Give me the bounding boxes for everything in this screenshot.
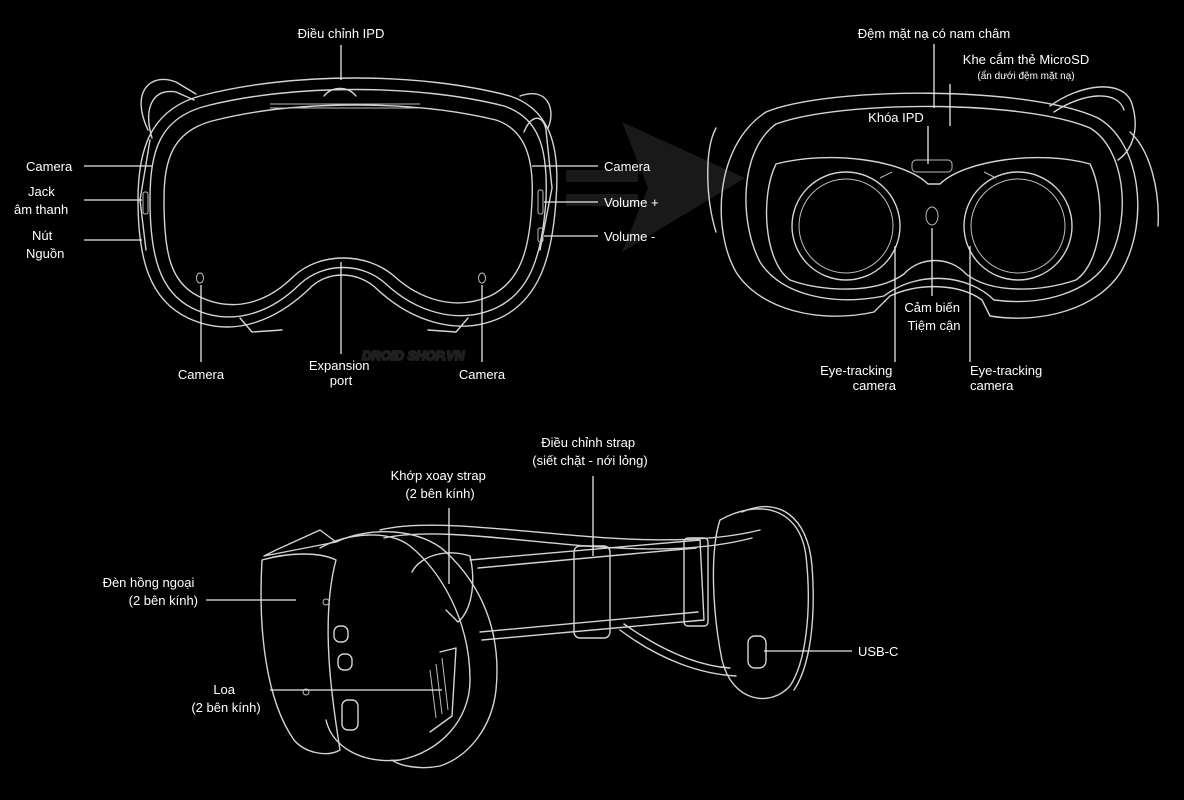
label-audio-jack-line2: âm thanh — [14, 202, 68, 217]
label-power-button: Nút Nguồn — [26, 228, 64, 261]
watermark-logo — [622, 122, 745, 252]
label-camera-bottom-left: Camera — [178, 367, 225, 382]
label-ir-lights-line1: Đèn hồng ngoại — [103, 575, 195, 590]
label-strap-pivot: Khớp xoay strap (2 bên kính) — [391, 468, 490, 501]
front-headset — [137, 77, 558, 333]
label-strap-pivot-line2: (2 bên kính) — [405, 486, 474, 501]
label-usb-c: USB-C — [858, 644, 898, 659]
label-proximity-line2: Tiệm cận — [908, 318, 961, 333]
label-expansion-line1: Expansion — [309, 358, 370, 373]
watermark-logo-bar — [566, 194, 638, 206]
label-strap-adjust-line1: Điều chỉnh strap — [541, 435, 635, 450]
label-camera-bottom-right: Camera — [459, 367, 506, 382]
label-eye-right-line2: camera — [970, 378, 1014, 393]
side-headset — [260, 505, 814, 769]
label-face-cushion: Đệm mặt nạ có nam châm — [858, 26, 1010, 41]
label-power-line2: Nguồn — [26, 246, 64, 261]
label-eye-right-line1: Eye-tracking — [970, 363, 1042, 378]
label-camera-left: Camera — [26, 159, 73, 174]
label-ipd-adjust: Điều chỉnh IPD — [298, 26, 385, 41]
label-volume-up: Volume + — [604, 195, 659, 210]
label-volume-down: Volume - — [604, 229, 655, 244]
label-ir-lights-line2: (2 bên kính) — [129, 593, 198, 608]
label-eye-tracking-right: Eye-tracking camera — [970, 363, 1046, 393]
rear-headset — [707, 86, 1159, 319]
label-proximity: Cảm biến Tiệm cận — [904, 300, 963, 333]
label-power-line1: Nút — [32, 228, 53, 243]
label-camera-right: Camera — [604, 159, 651, 174]
label-eye-left-line2: camera — [853, 378, 897, 393]
label-strap-adjust-line2: (siết chặt - nới lỏng) — [532, 453, 647, 468]
label-microsd-note: (ẩn dưới đệm mặt nạ) — [977, 70, 1074, 82]
watermark: DROID SHOP.VN — [361, 122, 745, 364]
label-microsd: Khe cắm thẻ MicroSD — [963, 52, 1089, 67]
label-proximity-line1: Cảm biến — [904, 300, 960, 315]
label-eye-tracking-left: Eye-tracking camera — [820, 363, 897, 393]
label-audio-jack-line1: Jack — [28, 184, 55, 199]
label-speaker-line1: Loa — [213, 682, 235, 697]
label-eye-left-line1: Eye-tracking — [820, 363, 892, 378]
label-strap-adjust: Điều chỉnh strap (siết chặt - nới lỏng) — [532, 435, 647, 468]
label-ipd-lock: Khóa IPD — [868, 110, 924, 125]
label-ir-lights: Đèn hồng ngoại (2 bên kính) — [103, 575, 198, 608]
label-expansion-port: Expansion port — [309, 358, 373, 388]
label-strap-pivot-line1: Khớp xoay strap — [391, 468, 486, 483]
label-speaker-line2: (2 bên kính) — [191, 700, 260, 715]
watermark-text: DROID SHOP.VN — [362, 348, 465, 363]
label-speaker: Loa (2 bên kính) — [191, 682, 260, 715]
label-expansion-line2: port — [330, 373, 353, 388]
label-audio-jack: Jack âm thanh — [14, 184, 68, 217]
watermark-logo-bar — [566, 170, 638, 182]
